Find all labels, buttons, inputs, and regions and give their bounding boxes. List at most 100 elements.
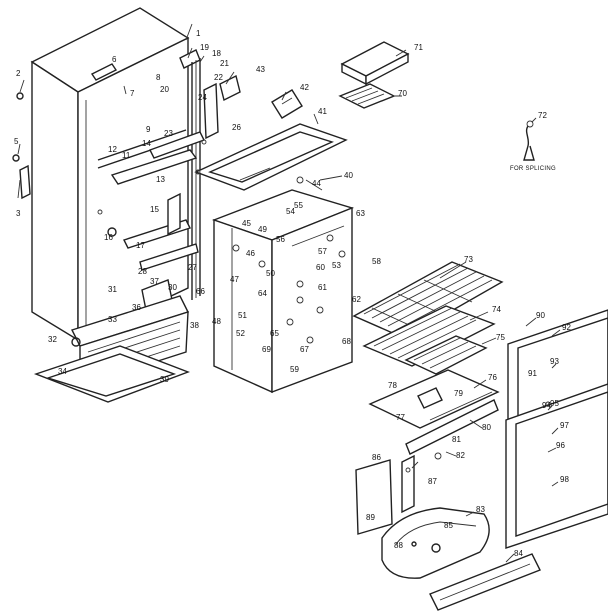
part-label-75: 75 [496,333,505,342]
part-label-53: 53 [332,261,341,270]
drip-pan [33,337,190,403]
part-label-30: 30 [168,283,177,292]
part-label-20: 20 [160,85,169,94]
part-label-51: 51 [238,311,247,320]
meat-keeper-drawer [381,507,490,579]
part-label-90: 90 [536,311,545,320]
drawer-front-panel [355,454,415,535]
part-label-93: 93 [550,357,559,366]
part-label-50: 50 [266,269,275,278]
half-shelf [404,335,488,375]
part-label-39: 39 [160,375,169,384]
control-knob-housing [271,89,303,119]
part-label-78: 78 [388,381,397,390]
part-label-44: 44 [312,179,321,188]
note-for-splicing: FOR SPLICING [510,166,556,172]
part-label-34: 34 [58,367,67,376]
ice-tray [338,83,396,109]
part-label-27: 27 [188,263,197,272]
part-label-77: 77 [396,413,405,422]
part-label-28: 28 [138,267,147,276]
ice-bin [340,41,410,86]
part-label-88: 88 [394,541,403,550]
part-label-89: 89 [366,513,375,522]
part-label-63: 63 [356,209,365,218]
part-label-32: 32 [48,335,57,344]
part-label-2: 2 [16,69,21,78]
part-label-98: 98 [560,475,569,484]
part-label-41: 41 [318,107,327,116]
part-label-59: 59 [290,365,299,374]
part-label-18: 18 [212,49,221,58]
top-shelf-frame [194,123,348,191]
part-label-9: 9 [146,125,151,134]
part-label-19: 19 [200,43,209,52]
part-label-31: 31 [108,285,117,294]
hinge-bracket [12,92,31,200]
part-label-52: 52 [236,329,245,338]
part-label-67: 67 [300,345,309,354]
part-label-13: 13 [156,175,165,184]
part-label-5: 5 [14,137,19,146]
part-label-22: 22 [214,73,223,82]
part-label-70: 70 [398,89,407,98]
part-label-1: 1 [196,29,201,38]
part-label-95: 95 [550,399,559,408]
thermostat-bracket [219,74,241,102]
part-label-12: 12 [108,145,117,154]
part-label-58: 58 [372,257,381,266]
part-label-38: 38 [190,321,199,330]
center-post-assembly [110,49,219,311]
part-label-15: 15 [150,205,159,214]
part-label-42: 42 [300,83,309,92]
leader-lines [17,23,561,563]
part-label-73: 73 [464,255,473,264]
fresh-food-liner [211,189,355,394]
part-label-81: 81 [452,435,461,444]
part-label-40: 40 [344,171,353,180]
part-label-85: 85 [444,521,453,530]
part-label-60: 60 [316,263,325,272]
part-label-91: 91 [528,369,537,378]
part-label-3: 3 [16,209,21,218]
part-label-8: 8 [156,73,161,82]
part-label-45: 45 [242,219,251,228]
part-label-72: 72 [538,111,547,120]
part-label-86: 86 [372,453,381,462]
part-label-69: 69 [262,345,271,354]
part-label-79: 79 [454,389,463,398]
part-label-74: 74 [492,305,501,314]
part-label-26: 26 [232,123,241,132]
part-label-21: 21 [220,59,229,68]
part-number-labels: 1235678911121314151617181920212223242627… [14,29,571,558]
part-label-7: 7 [130,89,135,98]
part-label-37: 37 [150,277,159,286]
part-label-83: 83 [476,505,485,514]
wire-shelf-middle [362,305,496,367]
part-label-84: 84 [514,549,523,558]
part-label-33: 33 [108,315,117,324]
part-label-55: 55 [294,201,303,210]
part-label-46: 46 [246,249,255,258]
part-label-48: 48 [212,317,221,326]
part-label-96: 96 [556,441,565,450]
part-label-6: 6 [112,55,117,64]
part-label-71: 71 [414,43,423,52]
part-label-43: 43 [256,65,265,74]
part-label-65: 65 [270,329,279,338]
part-label-23: 23 [164,129,173,138]
part-label-97: 97 [560,421,569,430]
part-label-57: 57 [318,247,327,256]
part-label-82: 82 [456,451,465,460]
crisper-cover [368,369,500,455]
part-label-17: 17 [136,241,145,250]
part-label-61: 61 [318,283,327,292]
splice-connector [523,120,535,161]
part-label-94: 94 [542,401,551,410]
hardware-screws [195,139,551,460]
door-gasket-lower [505,383,608,549]
part-label-54: 54 [286,207,295,216]
part-label-47: 47 [230,275,239,284]
part-label-36: 36 [132,303,141,312]
